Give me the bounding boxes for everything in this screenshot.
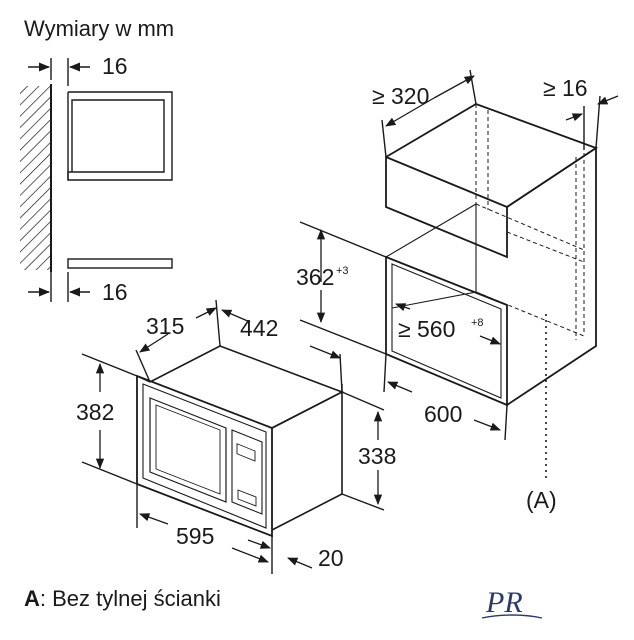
side-view [20,58,173,302]
dim-bottom-gap: 16 [102,279,128,305]
legend-key: A [24,586,40,611]
oven-buttons [237,489,257,507]
logo-letters: PR [485,586,523,619]
oven-top [149,345,344,429]
oven-control-panel [231,429,263,515]
cabinet-right-side [506,146,597,406]
oven-side [271,390,343,531]
dim-cab-height-tol: +3 [336,265,349,277]
dim-oven-frame: 20 [318,545,344,571]
diagram-title: Wymiary w mm [24,16,175,41]
dim-cab-top-depth: ≥ 320 [372,83,429,109]
upper-frame [67,91,173,181]
dim-cab-width: ≥ 560 [398,316,455,342]
microwave-oven [81,299,385,574]
oven-front-frame [136,374,273,538]
oven-display [236,443,256,462]
label-a: (A) [526,487,557,513]
cabinet-upper-front [385,155,508,259]
cabinet-dimensions [316,75,619,431]
dim-cab-width-tol: +8 [471,317,484,329]
oven-door-window [149,397,227,503]
dim-oven-depth: 315 [146,313,184,339]
wall-hatch [20,86,50,270]
dim-oven-height-front: 382 [76,399,114,425]
dim-oven-width-top: 442 [240,315,278,341]
cabinet-upper-top [385,103,598,208]
brand-logo: PR [481,586,543,619]
dim-cab-depth: 600 [424,401,462,427]
dim-cab-height: 362 [296,264,334,290]
cabinet [299,69,601,482]
oven-dimensions [95,307,383,569]
lower-frame [67,258,173,269]
dim-oven-height-body: 338 [358,443,396,469]
dim-oven-width: 595 [176,523,214,549]
dim-cab-top-side: ≥ 16 [543,75,588,101]
legend-text: : Bez tylnej ścianki [39,586,221,611]
dim-top-gap: 16 [102,53,128,79]
legend-note: A: Bez tylnej ścianki [24,586,221,612]
